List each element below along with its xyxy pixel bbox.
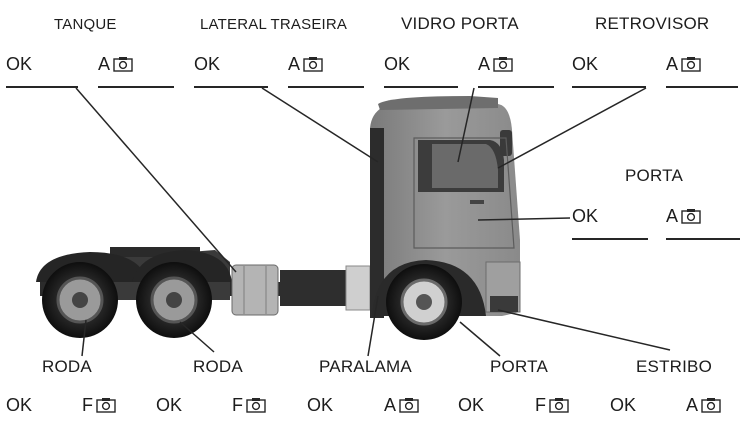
label-porta-bottom: PORTA bbox=[490, 357, 548, 376]
porta-side-photo-underline bbox=[666, 238, 740, 240]
camera-icon bbox=[493, 56, 513, 72]
roda-1-photo-option[interactable]: F bbox=[82, 395, 116, 416]
estribo-photo-label: A bbox=[686, 395, 699, 415]
porta-side-photo-option[interactable]: A bbox=[666, 206, 701, 227]
porta-side-photo-label: A bbox=[666, 206, 679, 226]
retrovisor-photo-option[interactable]: A bbox=[666, 54, 701, 75]
roda-2-photo-option[interactable]: F bbox=[232, 395, 266, 416]
vidro-porta-ok-option[interactable]: OK bbox=[384, 54, 411, 74]
roda-2-photo-label: F bbox=[232, 395, 243, 415]
paralama-photo-label: A bbox=[384, 395, 397, 415]
label-estribo: ESTRIBO bbox=[636, 357, 713, 376]
tanque-ok-option[interactable]: OK bbox=[6, 54, 33, 74]
vidro-porta-photo-label: A bbox=[478, 54, 491, 74]
label-vidro-porta: VIDRO PORTA bbox=[401, 14, 519, 33]
label-roda-1: RODA bbox=[42, 357, 92, 376]
retrovisor-photo-label: A bbox=[666, 54, 679, 74]
camera-icon bbox=[246, 397, 266, 413]
tanque-ok-underline bbox=[6, 86, 78, 88]
vidro-porta-ok-underline bbox=[384, 86, 458, 88]
paralama-photo-option[interactable]: A bbox=[384, 395, 419, 416]
lateral-traseira-photo-underline bbox=[288, 86, 364, 88]
label-retrovisor: RETROVISOR bbox=[595, 14, 710, 33]
roda-1-photo-label: F bbox=[82, 395, 93, 415]
camera-icon bbox=[549, 397, 569, 413]
label-paralama: PARALAMA bbox=[319, 357, 412, 376]
camera-icon bbox=[96, 397, 116, 413]
label-lateral-traseira: LATERAL TRASEIRA bbox=[200, 16, 348, 33]
porta-side-ok-option[interactable]: OK bbox=[572, 206, 599, 226]
roda-2-ok-option[interactable]: OK bbox=[156, 395, 183, 415]
retrovisor-photo-underline bbox=[666, 86, 738, 88]
tanque-photo-option[interactable]: A bbox=[98, 54, 133, 75]
label-roda-2: RODA bbox=[193, 357, 243, 376]
retrovisor-ok-underline bbox=[572, 86, 646, 88]
roda-1-ok-option[interactable]: OK bbox=[6, 395, 33, 415]
estribo-photo-option[interactable]: A bbox=[686, 395, 721, 416]
camera-icon bbox=[701, 397, 721, 413]
paralama-ok-option[interactable]: OK bbox=[307, 395, 334, 415]
camera-icon bbox=[399, 397, 419, 413]
camera-icon bbox=[303, 56, 323, 72]
tanque-photo-label: A bbox=[98, 54, 111, 74]
label-tanque: TANQUE bbox=[54, 16, 117, 33]
lateral-traseira-photo-option[interactable]: A bbox=[288, 54, 323, 75]
label-porta-side: PORTA bbox=[625, 166, 683, 185]
tanque-photo-underline bbox=[98, 86, 174, 88]
vidro-porta-photo-option[interactable]: A bbox=[478, 54, 513, 75]
porta-side-ok-underline bbox=[572, 238, 648, 240]
porta-bottom-photo-option[interactable]: F bbox=[535, 395, 569, 416]
camera-icon bbox=[681, 208, 701, 224]
porta-bottom-photo-label: F bbox=[535, 395, 546, 415]
vidro-porta-photo-underline bbox=[478, 86, 554, 88]
lateral-traseira-ok-underline bbox=[194, 86, 268, 88]
retrovisor-ok-option[interactable]: OK bbox=[572, 54, 599, 74]
estribo-ok-option[interactable]: OK bbox=[610, 395, 637, 415]
porta-bottom-ok-option[interactable]: OK bbox=[458, 395, 485, 415]
lateral-traseira-ok-option[interactable]: OK bbox=[194, 54, 221, 74]
lateral-traseira-photo-label: A bbox=[288, 54, 301, 74]
camera-icon bbox=[681, 56, 701, 72]
camera-icon bbox=[113, 56, 133, 72]
